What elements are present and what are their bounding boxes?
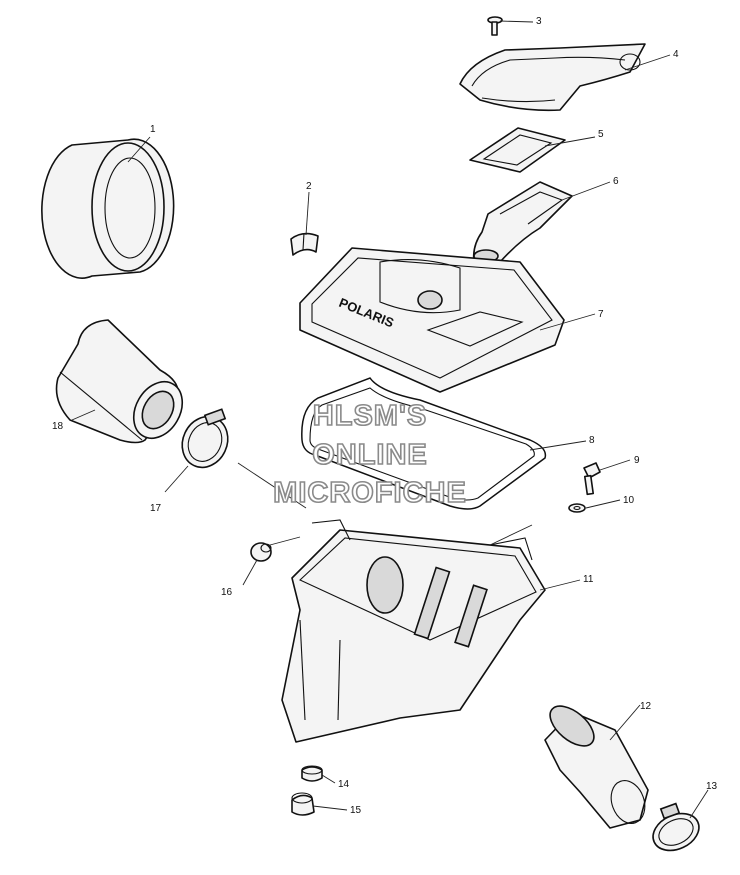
callout-5: 5	[598, 129, 604, 140]
part-2-clip	[290, 232, 319, 256]
part-14-grommet	[301, 765, 323, 782]
callout-7: 7	[598, 309, 604, 320]
callout-15: 15	[350, 805, 362, 816]
part-3-screw	[487, 16, 503, 36]
callout-numbers: 1 2 3 4 5 6 7 8 9 10 11 12 13 14 15 16 1…	[52, 16, 718, 816]
callout-10: 10	[623, 495, 635, 506]
part-17-hose-clamp	[181, 408, 229, 469]
leader-lines	[71, 20, 709, 819]
callout-14: 14	[338, 779, 350, 790]
part-15-cap	[291, 792, 315, 816]
callout-16: 16	[221, 587, 233, 598]
part-10-washer	[568, 503, 586, 513]
callout-1: 1	[150, 124, 156, 135]
callout-2: 2	[306, 181, 312, 192]
watermark-line-1: HLSM'S	[313, 400, 427, 432]
part-8-airbox-seal	[301, 377, 547, 510]
callout-17: 17	[150, 503, 162, 514]
part-1-filter-element	[41, 138, 175, 279]
callout-4: 4	[673, 49, 679, 60]
part-5-gasket	[469, 127, 566, 173]
part-9-bolt	[583, 462, 601, 496]
part-18-prefilter-element	[55, 319, 184, 444]
part-16-plug	[250, 542, 272, 562]
callout-12: 12	[640, 701, 652, 712]
watermark-line-2: ONLINE	[312, 439, 428, 471]
part-6-intake-duct	[472, 181, 573, 263]
callout-13: 13	[706, 781, 718, 792]
callout-9: 9	[634, 455, 640, 466]
part-12-outlet-boot	[544, 705, 649, 829]
part-4-intake-cover	[459, 43, 646, 112]
part-13-clamp	[652, 802, 700, 852]
callout-6: 6	[613, 176, 619, 187]
callout-3: 3	[536, 16, 542, 27]
callout-11: 11	[583, 574, 594, 585]
callout-8: 8	[589, 435, 595, 446]
part-7-airbox-lid: POLARIS	[299, 247, 565, 393]
callout-18: 18	[52, 421, 64, 432]
watermark: HLSM'S ONLINE MICROFICHE	[272, 399, 467, 510]
watermark-line-3: MICROFICHE	[273, 477, 467, 509]
part-11-airbox-body	[281, 519, 546, 743]
